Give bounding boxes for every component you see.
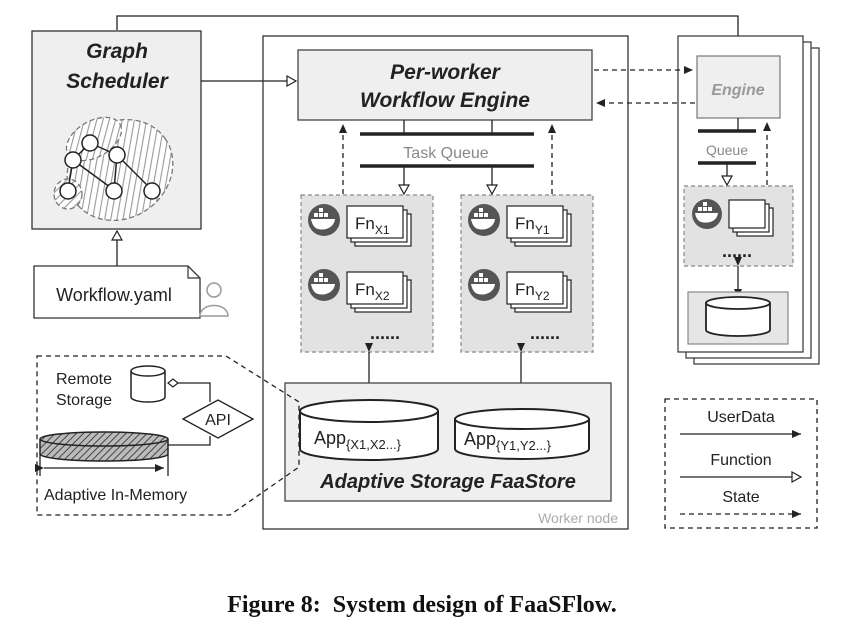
- svg-text:FnY2: FnY2: [515, 280, 550, 303]
- fn-x2-base: Fn: [355, 280, 375, 299]
- fn-group-x: FnX1 FnX2 ......: [300, 194, 434, 353]
- remote-storage-line1: Remote: [56, 371, 112, 388]
- database-icon: App{X1,X2...}: [299, 399, 439, 461]
- docker-whale-icon: [308, 269, 340, 301]
- svg-text:App{X1,X2...}: App{X1,X2...}: [314, 428, 402, 452]
- fn-x1-base: Fn: [355, 214, 375, 233]
- api-diamond: API: [181, 399, 255, 439]
- fn-x1-sub: X1: [375, 223, 390, 237]
- adaptive-in-memory-label: Adaptive In-Memory: [44, 487, 187, 504]
- in-memory-cache-icon: [35, 431, 169, 476]
- task-queue-label: Task Queue: [403, 145, 488, 162]
- faastore-title: Adaptive Storage FaaStore: [319, 471, 576, 493]
- function-instance-fn-x1: FnX1: [346, 205, 412, 247]
- fn-x2-sub: X2: [375, 289, 390, 303]
- scheduler-to-remote-engine-arrow: [116, 15, 738, 54]
- fn-group-y: FnY1 FnY2 ......: [460, 194, 594, 353]
- svg-text:FnX1: FnX1: [355, 214, 390, 237]
- scheduler-title-line1: Graph: [86, 40, 148, 63]
- remote-worker-node: Engine Queue ......: [677, 35, 820, 365]
- scheduler-title-line2: Scheduler: [66, 70, 169, 93]
- svg-text:App{Y1,Y2...}: App{Y1,Y2...}: [464, 429, 552, 453]
- fn-group-x-more: ......: [370, 323, 400, 343]
- fn-y2-sub: Y2: [535, 289, 550, 303]
- svg-text:FnY1: FnY1: [515, 214, 550, 237]
- database-icon: App{Y1,Y2...}: [454, 408, 590, 460]
- function-instance-fn-y1: FnY1: [506, 205, 572, 247]
- api-label: API: [205, 412, 231, 429]
- docker-whale-icon: [692, 199, 722, 229]
- db-x-base: App: [314, 428, 346, 448]
- legend-function-label: Function: [710, 452, 771, 469]
- db-x-sub: {X1,X2...}: [346, 437, 402, 452]
- svg-text:FnX2: FnX2: [355, 280, 390, 303]
- remote-storage-line2: Storage: [56, 392, 112, 409]
- db-y-sub: {Y1,Y2...}: [496, 438, 552, 453]
- user-icon: [199, 282, 229, 317]
- worker-node-label: Worker node: [538, 510, 618, 526]
- docker-whale-icon: [468, 269, 500, 301]
- workflow-yaml-label: Workflow.yaml: [56, 285, 172, 305]
- worker-node-box: [262, 35, 629, 530]
- remote-engine-label: Engine: [711, 82, 764, 99]
- function-instance-fn-y2: FnY2: [506, 271, 572, 313]
- database-icon: [705, 296, 771, 337]
- legend: UserData Function State: [664, 398, 818, 529]
- remote-queue-label: Queue: [706, 142, 748, 158]
- fn-y1-sub: Y1: [535, 223, 550, 237]
- docker-whale-icon: [308, 204, 340, 236]
- workflow-graph-icon: [53, 116, 174, 222]
- engine-title-line2: Workflow Engine: [360, 89, 530, 112]
- legend-state-label: State: [722, 489, 759, 506]
- legend-userdata-label: UserData: [707, 409, 775, 426]
- fn-group-y-more: ......: [530, 323, 560, 343]
- fn-y2-base: Fn: [515, 280, 535, 299]
- figure-caption: Figure 8: System design of FaaSFlow.: [227, 592, 617, 618]
- storage-detail-inset: Remote Storage API Adaptive In-Memory: [35, 355, 300, 516]
- database-icon: [130, 365, 166, 403]
- remote-function-instance: [728, 199, 774, 237]
- fn-y1-base: Fn: [515, 214, 535, 233]
- docker-whale-icon: [468, 204, 500, 236]
- workflow-yaml-file: Workflow.yaml: [33, 231, 201, 319]
- db-y-base: App: [464, 429, 496, 449]
- function-instance-fn-x2: FnX2: [346, 271, 412, 313]
- faastore-panel: App{X1,X2...} App{Y1,Y2...} Adaptive Sto…: [284, 382, 612, 502]
- graph-scheduler: Graph Scheduler: [31, 30, 202, 230]
- task-queue: Task Queue: [360, 120, 534, 194]
- per-worker-workflow-engine: Per-worker Workflow Engine: [297, 49, 593, 121]
- engine-title-line1: Per-worker: [390, 61, 502, 84]
- remote-fn-more: ......: [722, 241, 752, 261]
